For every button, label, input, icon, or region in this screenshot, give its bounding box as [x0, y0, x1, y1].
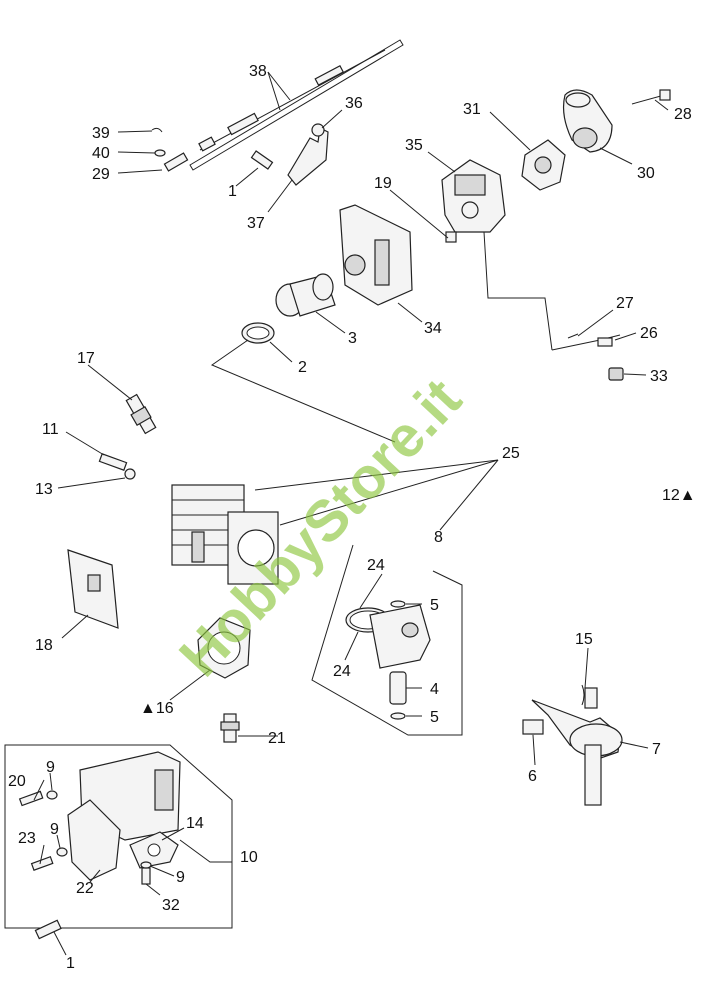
bolt-1-top [250, 150, 274, 170]
exhaust-gasket [67, 549, 119, 629]
base-gasket [197, 617, 251, 679]
label-22: 22 [76, 880, 94, 897]
hose-clamp [241, 322, 275, 344]
label-2: 2 [298, 359, 307, 376]
circlips [390, 600, 406, 720]
part-labels: 38 39 40 29 1 37 36 31 35 19 28 30 27 26… [8, 63, 696, 972]
crankshaft [531, 687, 623, 806]
label-38: 38 [249, 63, 267, 80]
label-1-bottom: 1 [66, 955, 75, 972]
label-9-a: 9 [46, 759, 55, 776]
label-28: 28 [674, 106, 692, 123]
label-17: 17 [77, 350, 95, 367]
label-36: 36 [345, 95, 363, 112]
throttle-cable [189, 39, 404, 171]
label-31: 31 [463, 101, 481, 118]
label-15: 15 [575, 631, 593, 648]
label-20: 20 [8, 773, 26, 790]
label-34: 34 [424, 320, 442, 337]
label-24-bottom: 24 [333, 663, 351, 680]
label-27: 27 [616, 295, 634, 312]
label-14: 14 [186, 815, 204, 832]
label-9-b: 9 [50, 821, 59, 838]
muffler-gasket [129, 831, 179, 869]
label-3: 3 [348, 330, 357, 347]
label-35: 35 [405, 137, 423, 154]
label-13: 13 [35, 481, 53, 498]
stud-21 [220, 713, 240, 743]
piston-pin [389, 671, 407, 705]
label-24-top: 24 [367, 557, 385, 574]
label-9-c: 9 [176, 869, 185, 886]
leader-lines [33, 71, 669, 956]
label-21: 21 [268, 730, 286, 747]
intake-boot [275, 273, 336, 317]
label-39: 39 [92, 125, 110, 142]
label-30: 30 [637, 165, 655, 182]
label-37: 37 [247, 215, 265, 232]
bolt-1-bottom [34, 919, 62, 940]
label-8: 8 [434, 529, 443, 546]
choke-rod [551, 333, 624, 381]
washer-13 [124, 468, 136, 480]
label-18: 18 [35, 637, 53, 654]
cylinder [171, 484, 279, 585]
label-25: 25 [502, 445, 520, 462]
piston [369, 604, 431, 669]
label-32: 32 [162, 897, 180, 914]
key-15 [581, 684, 585, 706]
label-5-top: 5 [430, 597, 439, 614]
label-6: 6 [528, 768, 537, 785]
label-40: 40 [92, 145, 110, 162]
label-12: 12▲ [662, 487, 696, 504]
label-5-bottom: 5 [430, 709, 439, 726]
label-26: 26 [640, 325, 658, 342]
label-16: ▲16 [140, 700, 174, 717]
throttle-bracket [287, 123, 329, 186]
label-1-top: 1 [228, 183, 237, 200]
label-7: 7 [652, 741, 661, 758]
label-23: 23 [18, 830, 36, 847]
bolt-11 [98, 453, 128, 471]
label-10: 10 [240, 849, 258, 866]
label-33: 33 [650, 368, 668, 385]
label-19: 19 [374, 175, 392, 192]
muffler-kit-outline [4, 744, 233, 929]
label-11: 11 [42, 421, 59, 438]
needle-bearing [522, 719, 544, 735]
small-springs [151, 127, 189, 172]
muffler-bracket [67, 799, 121, 881]
spark-plug [125, 393, 157, 435]
label-29: 29 [92, 166, 110, 183]
gasket-31 [521, 139, 566, 191]
intake-elbow [562, 89, 613, 153]
piston-kit-outline [311, 544, 463, 736]
screw-28 [631, 89, 671, 105]
label-4: 4 [430, 681, 439, 698]
intake-bracket [339, 204, 413, 306]
carburetor [441, 159, 506, 243]
